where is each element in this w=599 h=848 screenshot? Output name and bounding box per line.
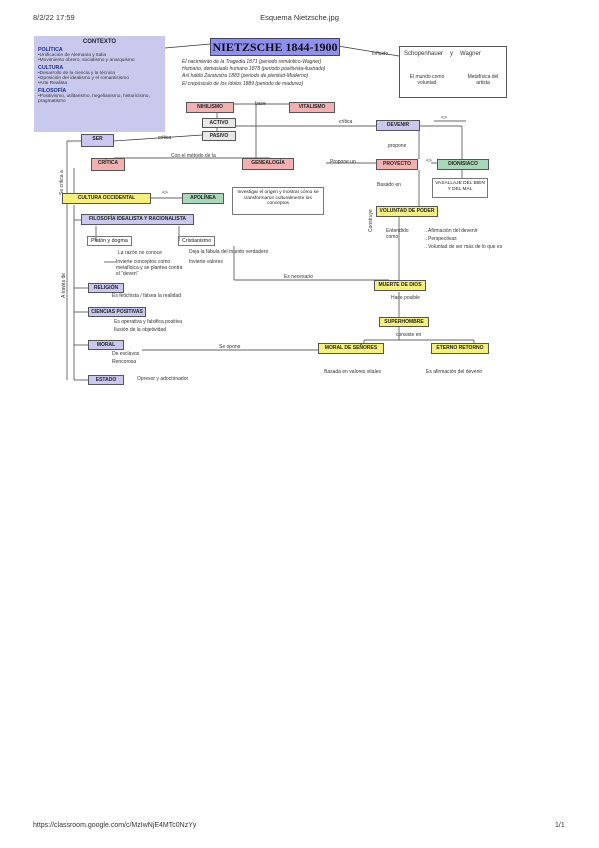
influido-label: Influido — [372, 51, 389, 57]
consiste-label: consiste en — [396, 332, 422, 338]
node-ser: SER — [81, 134, 114, 147]
print-file-title: Esquema Nietzsche.jpg — [260, 13, 339, 22]
print-page-number: 1/1 — [555, 822, 565, 829]
context-item: •Movimiento obrero, socialismo y anarqui… — [38, 58, 135, 63]
work-item: El crepúsculo de los ídolos 1889 (period… — [182, 80, 304, 87]
work-item: Humano, demasiado humano 1878 (periodo p… — [182, 66, 326, 73]
context-item: •Arte Realista — [38, 81, 68, 86]
deja-label: Deja la fábula del mundo verdadero — [189, 249, 269, 255]
node-vitalismo: VITALISMO — [289, 102, 335, 113]
vp-item: →Perspectivas — [423, 236, 457, 242]
node-estado: ESTADO — [88, 375, 124, 385]
works-list: El nacimiento de la Tragedia 1871 (perio… — [182, 59, 325, 88]
ciencias-description: Es operativa y falsifica positiva — [114, 319, 183, 325]
node-cultura-occidental: CULTURA OCCIDENTAL — [62, 193, 151, 204]
node-genealogia: GENEALOGÍA — [242, 158, 294, 170]
construye-label: Construye — [368, 209, 374, 232]
node-muerte-de-dios: MUERTE DE DIOS — [374, 280, 426, 291]
connector — [337, 45, 400, 57]
influence-connector: y — [450, 51, 453, 57]
node-pasivo: PASIVO — [202, 131, 236, 141]
propone-un-label: Propone un — [330, 159, 356, 165]
node-filosofia-idealista: FILOSOFÍA IDEALISTA Y RACIONALISTA — [81, 214, 194, 225]
invierte-mundo-label: Invierte valores — [189, 259, 223, 265]
invierte-label: Invierte conceptos como metafísica y se … — [116, 259, 183, 277]
religion-description: Es fetichista / falsea la realidad — [112, 293, 181, 299]
node-nihilismo: NIHILISMO — [186, 102, 234, 113]
se-opone-label: Se opone — [219, 344, 241, 350]
influence-work: El mundo como voluntad — [409, 74, 445, 86]
razon-label: La razón no conoce — [118, 250, 162, 256]
ser-link-label: crítica — [158, 135, 172, 141]
context-item: •Positivismo, utilitarismo, hegelianismo… — [38, 94, 150, 104]
opuesto-label: <> — [162, 190, 168, 196]
context-heading-filosofia: FILOSOFÍA — [38, 88, 67, 94]
connector — [164, 43, 211, 49]
context-heading-politica: POLÍTICA — [38, 47, 63, 53]
node-devenir: DEVENIR — [376, 120, 420, 131]
node-religion: RELIGIÓN — [88, 283, 124, 293]
map-title: NIETZSCHE 1844-1900 — [210, 38, 340, 56]
node-superhombre: SUPERHOMBRE — [379, 317, 429, 327]
vp-item: →Voluntad de ser más de lo que es — [423, 244, 503, 250]
estado-description: Opresor y adoctrinador — [137, 376, 189, 382]
node-moral-de-senores: MORAL DE SEÑORES — [318, 343, 384, 354]
opuesto-label: <> — [441, 115, 447, 121]
entendido-label: Entendido como — [386, 228, 409, 240]
metodo-label: Con el método de la — [171, 153, 216, 159]
influence-name: Schopenhauer — [404, 51, 444, 57]
work-item: El nacimiento de la Tragedia 1871 (perio… — [182, 59, 322, 65]
moral-description: Rencorosa — [112, 359, 137, 365]
vertical-label: A través de — [61, 272, 67, 298]
opuesto-label: <> — [426, 158, 432, 164]
influence-work: Metafísica del artista — [467, 74, 499, 86]
influences-box: Schopenhauer y Wagner El mundo como volu… — [399, 46, 507, 98]
node-moral: MORAL — [88, 340, 124, 350]
print-url: https://classroom.google.com/c/MzIwNjE4M… — [33, 822, 197, 829]
critica-link-label: crítica — [339, 119, 353, 125]
vp-item: →Afirmación del devenir — [423, 228, 478, 234]
context-item: •Desarrollo de la ciencia y la técnica — [38, 71, 115, 76]
context-title: CONTEXTO — [82, 39, 117, 45]
genealogia-description: Investigar el origen y mostrar cómo se t… — [232, 187, 324, 215]
context-item: •Unificación de Alemania y Italia — [38, 53, 107, 58]
node-dionisiaco: DIONISIACO — [437, 159, 489, 170]
node-apolinea: APOLÍNEA — [182, 193, 224, 204]
node-voluntad-de-poder: VOLUNTAD DE PODER — [376, 206, 438, 217]
influence-name: Wagner — [460, 51, 481, 57]
node-activo: ACTIVO — [202, 118, 236, 128]
print-datetime: 8/2/22 17:59 — [33, 13, 75, 22]
platon-box: Platón y dogma — [87, 236, 132, 247]
context-item: •Oposición del idealismo y el romanticis… — [38, 76, 129, 81]
node-proyecto: PROYECTO — [376, 159, 418, 170]
node-eterno-retorno: ETERNO RETORNO — [431, 343, 489, 354]
base-label: base — [255, 101, 266, 107]
eterno-description: Es afirmación del devenir — [426, 369, 483, 375]
cristianismo-box: Cristianismo — [178, 236, 216, 247]
es-necesario-label: Es necesario — [284, 274, 313, 280]
basado-label: Basado en — [377, 182, 401, 188]
concept-map: CONTEXTO POLÍTICA •Unificación de Aleman… — [34, 30, 514, 400]
node-ciencias-positivas: CIENCIAS POSITIVAS — [88, 307, 146, 317]
context-heading-cultura: CULTURA — [38, 65, 64, 71]
connector — [113, 134, 203, 142]
hace-posible-label: Hace posible — [391, 295, 420, 301]
vertical-label: Se critica a — [59, 170, 65, 195]
context-box: CONTEXTO POLÍTICA •Unificación de Aleman… — [34, 36, 165, 132]
ciencias-description: Ilusión de la objetividad — [114, 327, 166, 333]
vasallaje-box: VASALLAJE DEL BIEN Y DEL MAL — [432, 178, 488, 198]
propone-label: propone — [388, 143, 407, 149]
moral-description: De esclavos — [112, 351, 140, 357]
senores-description: Basada en valores vitales — [324, 369, 381, 375]
work-item: Así habló Zaratustra 1883 (periodo de pl… — [182, 73, 309, 80]
node-critica: CRÍTICA — [91, 158, 125, 171]
